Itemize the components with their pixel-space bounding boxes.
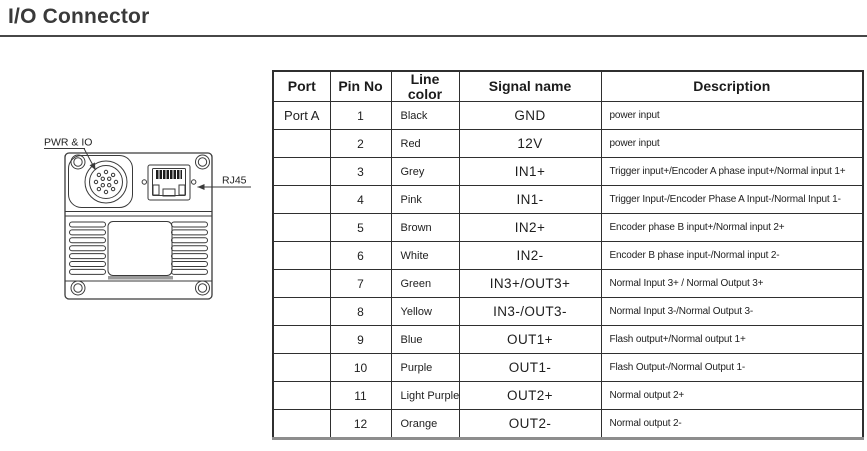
pwr-io-connector — [68, 155, 133, 208]
rj45-port — [141, 164, 197, 201]
col-header-line-color: Line color — [390, 70, 460, 103]
port-cell — [272, 325, 331, 355]
signal-cell: IN3-/OUT3- — [458, 297, 602, 327]
table-row: 2 Red 12V power input — [272, 129, 864, 159]
signal-cell: IN3+/OUT3+ — [458, 269, 602, 299]
line-color-cell: Red — [390, 129, 460, 159]
table-row: 6 White IN2- Encoder B phase input-/Norm… — [272, 241, 864, 271]
table-row: 7 Green IN3+/OUT3+ Normal Input 3+ / Nor… — [272, 269, 864, 299]
description-cell: Trigger Input-/Encoder Phase A Input-/No… — [600, 185, 864, 215]
signal-cell: OUT1+ — [458, 325, 602, 355]
table-row: 11 Light Purple OUT2+ Normal output 2+ — [272, 381, 864, 411]
description-cell: Trigger input+/Encoder A phase input+/No… — [600, 157, 864, 187]
pin-cell: 2 — [329, 129, 392, 159]
port-cell — [272, 353, 331, 383]
pin-cell: 5 — [329, 213, 392, 243]
signal-cell: OUT2- — [458, 409, 602, 440]
pin-cell: 1 — [329, 101, 392, 131]
col-header-port: Port — [272, 70, 331, 103]
line-color-cell: Brown — [390, 213, 460, 243]
signal-cell: 12V — [458, 129, 602, 159]
signal-cell: OUT2+ — [458, 381, 602, 411]
port-cell — [272, 297, 331, 327]
pwr-io-callout: PWR & IO — [44, 137, 96, 171]
port-cell — [272, 129, 331, 159]
description-cell: Flash output+/Normal output 1+ — [600, 325, 864, 355]
port-cell — [272, 241, 331, 271]
rj45-callout: RJ45 — [197, 175, 251, 190]
line-color-cell: Green — [390, 269, 460, 299]
description-cell: Encoder B phase input-/Normal input 2- — [600, 241, 864, 271]
line-color-cell: Light Purple — [390, 381, 460, 411]
pin-cell: 4 — [329, 185, 392, 215]
line-color-cell: Blue — [390, 325, 460, 355]
port-cell — [272, 157, 331, 187]
port-cell — [272, 269, 331, 299]
pin-cell: 11 — [329, 381, 392, 411]
signal-cell: GND — [458, 101, 602, 131]
pin-cell: 3 — [329, 157, 392, 187]
description-cell: Normal output 2+ — [600, 381, 864, 411]
line-color-cell: Purple — [390, 353, 460, 383]
title-underline — [0, 35, 867, 37]
signal-cell: OUT1- — [458, 353, 602, 383]
description-cell: Encoder phase B input+/Normal input 2+ — [600, 213, 864, 243]
table-row: 8 Yellow IN3-/OUT3- Normal Input 3-/Norm… — [272, 297, 864, 327]
description-cell: Normal Input 3-/Normal Output 3- — [600, 297, 864, 327]
signal-cell: IN2- — [458, 241, 602, 271]
pin-cell: 6 — [329, 241, 392, 271]
table-row: 5 Brown IN2+ Encoder phase B input+/Norm… — [272, 213, 864, 243]
port-cell — [272, 381, 331, 411]
connector-pins — [93, 169, 119, 195]
port-cell: Port A — [272, 101, 331, 131]
table-row: 4 Pink IN1- Trigger Input-/Encoder Phase… — [272, 185, 864, 215]
line-color-cell: Yellow — [390, 297, 460, 327]
port-cell — [272, 213, 331, 243]
description-cell: power input — [600, 101, 864, 131]
pin-cell: 7 — [329, 269, 392, 299]
pin-cell: 10 — [329, 353, 392, 383]
pin-cell: 9 — [329, 325, 392, 355]
device-rear-view-diagram: PWR & IO RJ45 — [35, 128, 265, 313]
pin-cell: 8 — [329, 297, 392, 327]
signal-cell: IN1- — [458, 185, 602, 215]
port-cell — [272, 409, 331, 440]
table-row: 9 Blue OUT1+ Flash output+/Normal output… — [272, 325, 864, 355]
line-color-cell: Pink — [390, 185, 460, 215]
line-color-cell: Grey — [390, 157, 460, 187]
line-color-cell: Orange — [390, 409, 460, 440]
description-cell: Normal output 2- — [600, 409, 864, 440]
pwr-io-label: PWR & IO — [44, 137, 92, 149]
table-row: Port A 1 Black GND power input — [272, 101, 864, 131]
description-cell: Normal Input 3+ / Normal Output 3+ — [600, 269, 864, 299]
table-row: 12 Orange OUT2- Normal output 2- — [272, 409, 864, 440]
table-row: 10 Purple OUT1- Flash Output-/Normal Out… — [272, 353, 864, 383]
table-row: 3 Grey IN1+ Trigger input+/Encoder A pha… — [272, 157, 864, 187]
rj45-label: RJ45 — [222, 175, 247, 187]
port-cell — [272, 185, 331, 215]
col-header-description: Description — [600, 70, 864, 103]
line-color-cell: Black — [390, 101, 460, 131]
signal-cell: IN2+ — [458, 213, 602, 243]
description-cell: power input — [600, 129, 864, 159]
line-color-cell: White — [390, 241, 460, 271]
page-title: I/O Connector — [8, 5, 150, 28]
pin-cell: 12 — [329, 409, 392, 440]
plate-shadow-bar — [108, 276, 173, 280]
corner-screw-icon — [70, 154, 210, 296]
io-pinout-table: Port Pin No Line color Signal name Descr… — [272, 70, 864, 441]
label-plate — [107, 221, 173, 276]
heat-sink-fins-left — [69, 221, 106, 275]
table-header-row: Port Pin No Line color Signal name Descr… — [272, 70, 864, 103]
signal-cell: IN1+ — [458, 157, 602, 187]
col-header-pin: Pin No — [329, 70, 392, 103]
col-header-signal: Signal name — [458, 70, 602, 103]
description-cell: Flash Output-/Normal Output 1- — [600, 353, 864, 383]
